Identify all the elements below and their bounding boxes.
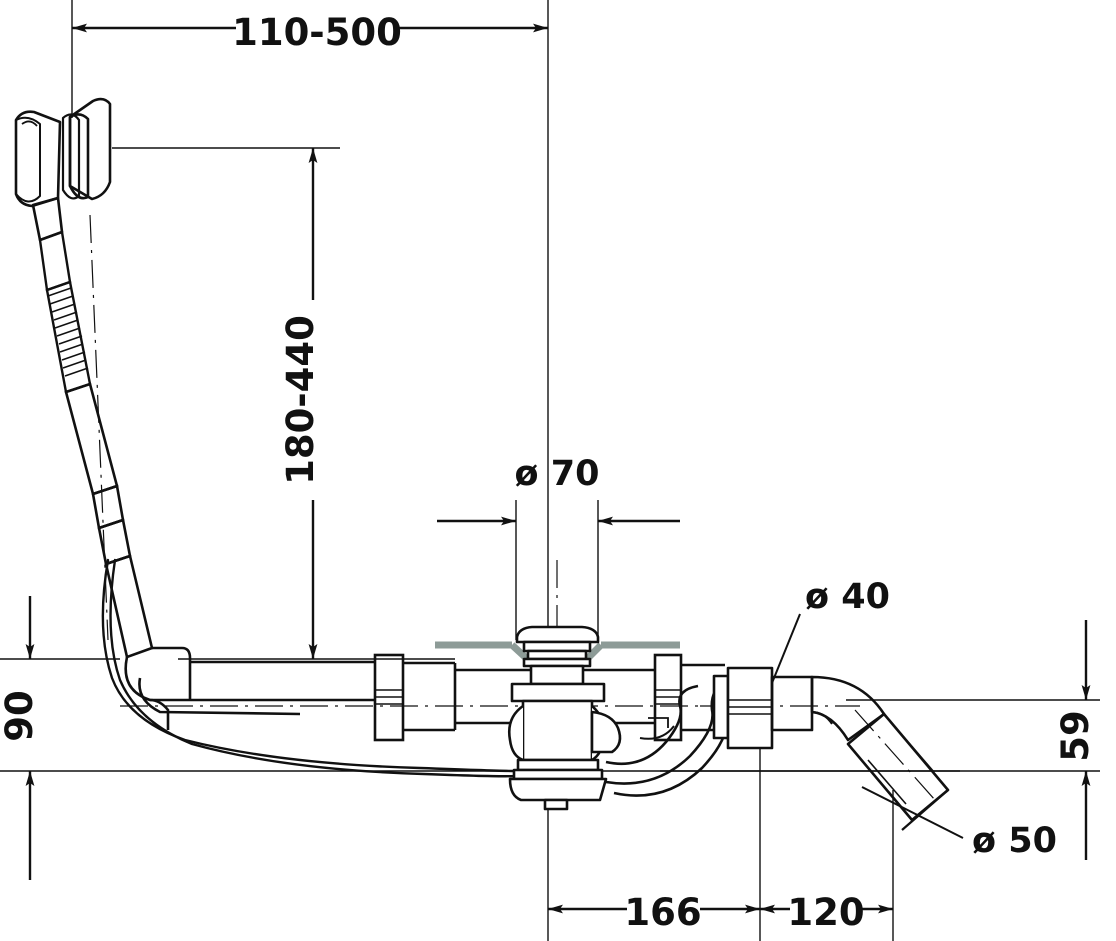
dimension-180-440: 180-440	[279, 148, 322, 659]
dimension-110-500: 110-500	[72, 11, 548, 54]
waste-drain-body	[508, 625, 622, 811]
overflow-cover-inner	[61, 113, 81, 200]
drain-barrel	[521, 699, 594, 762]
drain-barrel-left-bulge	[508, 704, 524, 762]
dimension-label-120: 120	[787, 891, 864, 934]
overflow-cover-plate	[68, 97, 112, 201]
drain-cap	[515, 625, 600, 644]
dimension-diameter-40: ø 40	[771, 577, 890, 684]
trap-detail-a	[639, 725, 675, 740]
overflow-control-cables	[101, 558, 519, 778]
outlet-assembly	[712, 666, 950, 831]
dimension-label-59: 59	[1054, 710, 1097, 762]
dimension-diameter-50: ø 50	[861, 786, 1057, 861]
leader-line-diameter-40	[771, 613, 801, 684]
pipe-elbow-inner-top	[152, 646, 192, 700]
outlet-pipe-seam	[895, 727, 935, 773]
dimension-120: 120	[760, 891, 893, 934]
outlet-union-nut	[726, 666, 774, 750]
drain-base-nub	[543, 798, 569, 811]
overflow-body-bore	[15, 116, 41, 203]
dimension-label-90: 90	[0, 690, 41, 742]
outlet-elbow-inner	[811, 711, 833, 725]
drain-side-port	[590, 710, 622, 754]
trap-detail-b	[648, 717, 669, 728]
drain-base-plate	[508, 777, 608, 802]
dimension-label-diameter-40: ø 40	[805, 577, 890, 617]
dimension-label-diameter-70: ø 70	[515, 454, 600, 494]
drain-stem	[529, 664, 585, 686]
dimension-diameter-70: ø 70	[437, 454, 680, 526]
leader-line-diameter-50	[861, 786, 964, 839]
dimension-label-diameter-50: ø 50	[972, 821, 1057, 861]
dimension-label-110-500: 110-500	[232, 11, 402, 54]
dimension-label-166: 166	[624, 891, 701, 934]
dimension-59: 59	[1054, 620, 1097, 860]
drain-bottom-ring-1	[516, 758, 600, 772]
outlet-pipe-seam-2	[867, 759, 907, 805]
trap-inner-curve	[605, 684, 699, 766]
pipe-elbow-inner	[149, 698, 170, 730]
dimension-label-180-440: 180-440	[279, 315, 322, 485]
outlet-straight-run	[770, 675, 814, 732]
drain-bottom-ring-2	[512, 768, 604, 781]
tub-profile-lines	[435, 641, 680, 671]
drain-cap-skirt	[522, 640, 592, 653]
pipe-elbow-outer	[124, 656, 190, 702]
drain-flange	[510, 682, 606, 703]
overflow-cover-rim	[68, 113, 90, 200]
dimension-166: 166	[548, 891, 760, 934]
overflow-bore-edge	[21, 120, 38, 127]
center-line-overflow-hose	[89, 214, 109, 641]
outlet-collar-small	[712, 674, 730, 740]
pipe-elbow-bottom	[138, 677, 301, 716]
outlet-pipe-end-lip	[901, 789, 949, 831]
dimension-90: 90	[0, 596, 41, 880]
thread-ridges	[47, 287, 89, 377]
